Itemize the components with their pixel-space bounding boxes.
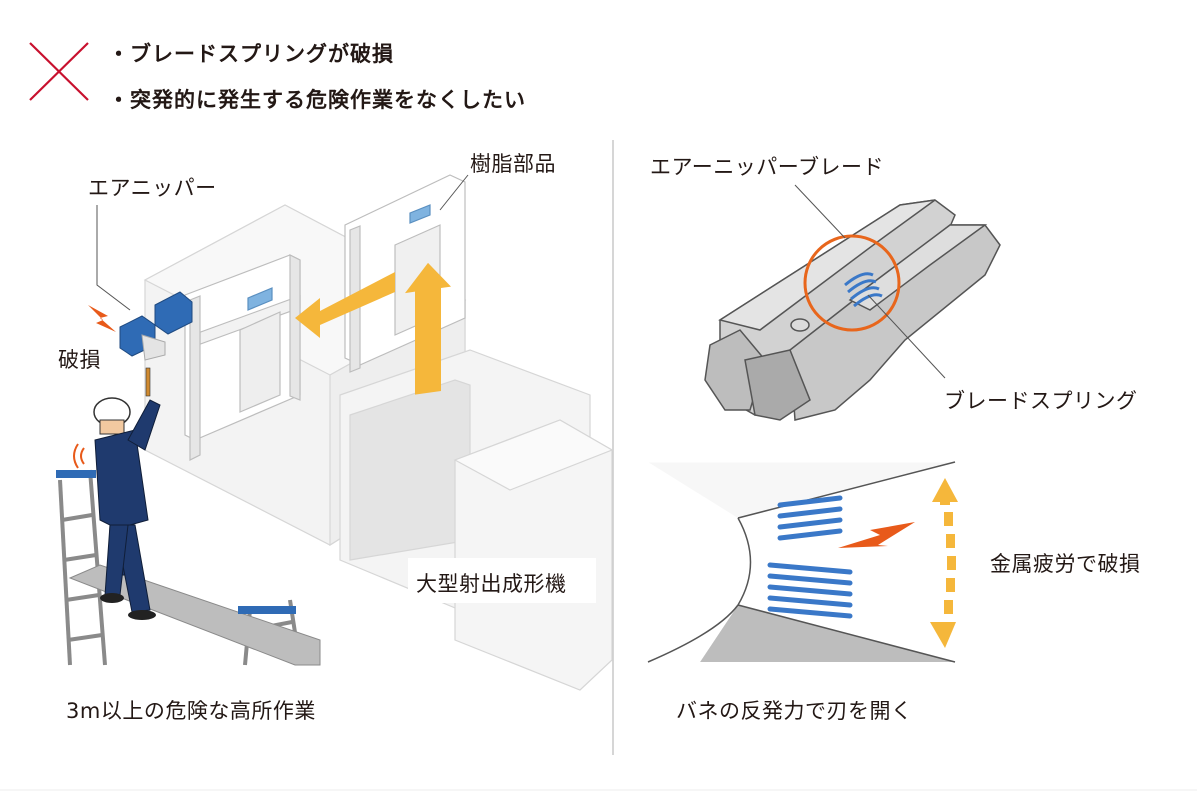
air-nipper-blade-label: エアーニッパーブレード: [650, 155, 884, 179]
open-close-arrow: [930, 478, 958, 648]
x-mark-icon: [29, 42, 89, 101]
air-nipper-icon: [119, 291, 193, 361]
ladder-caps: [56, 470, 296, 614]
mold-frame: [184, 254, 301, 461]
header-item-2: ・突発的に発生する危険作業をなくしたい: [108, 88, 526, 112]
left-caption: 3m以上の危険な高所作業: [66, 699, 316, 723]
damage-label: 破損: [58, 348, 101, 372]
fatigue-label: 金属疲労で破損: [990, 552, 1141, 576]
air-nipper-label: エアニッパー: [88, 176, 217, 200]
leader-lines-right: [794, 184, 946, 379]
transfer-arrows: [295, 262, 451, 395]
right-caption: バネの反発力で刃を開く: [676, 699, 913, 723]
spring-closeup: [647, 461, 956, 663]
blade-spring-icon: [844, 272, 883, 308]
header-item-1: ・ブレードスプリングが破損: [108, 42, 394, 66]
highlight-circle: [803, 234, 901, 332]
machine-label-box: [408, 558, 596, 603]
worker: [73, 367, 161, 620]
nipper-blade: [704, 199, 1001, 421]
blade-spring-label: ブレードスプリング: [944, 389, 1138, 413]
machine-label: 大型射出成形機: [416, 572, 567, 596]
spark-icon: [88, 305, 116, 332]
resin-part-label: 樹脂部品: [470, 152, 556, 176]
leader-lines-left: [96, 174, 469, 311]
spark-right-icon: [838, 522, 915, 548]
spring-coil-icon: [767, 495, 853, 619]
